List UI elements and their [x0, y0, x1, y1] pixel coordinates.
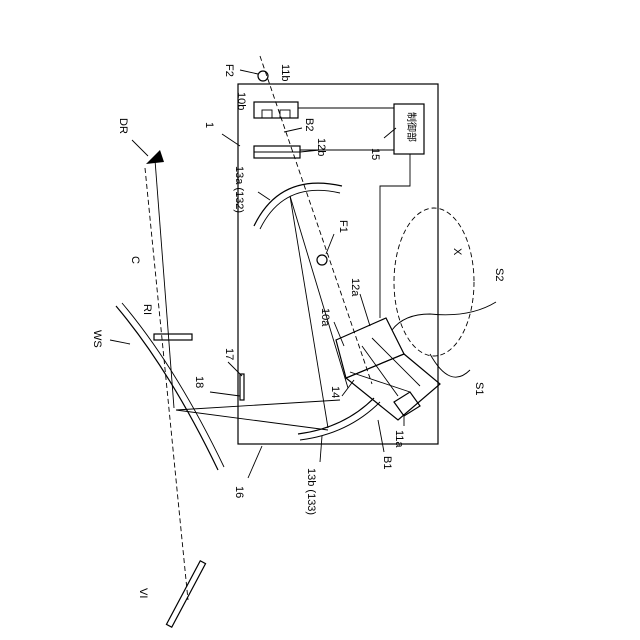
label-18: 18 [193, 376, 205, 388]
optical-axis-line [260, 56, 372, 384]
real-image-plate-ri [154, 334, 192, 340]
label-11a: 11a [393, 430, 405, 448]
label-s2: S2 [493, 268, 505, 281]
ray-13b-to-18 [176, 400, 340, 410]
label-1: 1 [203, 122, 215, 128]
mirror-13b [298, 398, 374, 434]
region-x-ellipse [394, 208, 474, 356]
leader-f2 [240, 70, 258, 74]
leader-1 [222, 134, 240, 146]
label-10b: 10b [235, 92, 247, 110]
leader-14 [342, 380, 354, 396]
ray-13b-to-ws [176, 410, 328, 430]
label-dr: DR [117, 118, 129, 134]
cover-window-17 [240, 374, 244, 400]
label-10a: 10a [319, 308, 331, 327]
label-13b: 13b (133) [305, 468, 317, 515]
label-12a: 12a [349, 278, 361, 297]
label-11b: 11b [279, 64, 291, 82]
leader-dr [132, 140, 148, 156]
leader-s1 [430, 354, 470, 377]
leader-10a [334, 322, 344, 346]
leader-17 [228, 362, 242, 376]
light-source-housing-12a [336, 318, 404, 378]
leader-b1 [378, 420, 384, 452]
control-wire-bottom [380, 154, 410, 318]
label-b2: B2 [303, 118, 315, 131]
label-ws: WS [91, 330, 103, 348]
element-11b-right [280, 110, 290, 118]
virtual-image-plate-vi [166, 561, 205, 627]
label-s1: S1 [473, 382, 485, 395]
label-13a: 13a (132) [233, 166, 245, 213]
virtual-image-sightline [145, 168, 188, 600]
leader-ws [110, 340, 130, 344]
leader-12a [360, 294, 370, 326]
label-vi: VI [137, 588, 149, 598]
leader-f1 [326, 234, 334, 254]
label-f2: F2 [223, 64, 235, 77]
element-11b-left [262, 110, 272, 118]
label-16: 16 [233, 486, 245, 498]
focal-point-f2 [258, 71, 268, 81]
leader-13b [320, 436, 322, 462]
focal-point-f1 [317, 255, 327, 265]
label-15: 15 [369, 148, 381, 160]
label-17: 17 [223, 348, 235, 360]
label-x: X [451, 248, 463, 256]
leader-16 [248, 446, 262, 478]
label-14: 14 [329, 386, 341, 398]
windshield-ws-back [122, 303, 224, 467]
label-f1: F1 [337, 220, 349, 233]
leader-s2 [392, 302, 496, 330]
label-ri: RI [141, 304, 153, 315]
mirror-13a-back [260, 190, 340, 229]
mirror-13a [254, 183, 342, 226]
control-unit-label: 制御部 [405, 112, 418, 142]
label-12b: 12b [315, 138, 327, 156]
mirror-13b-back [300, 402, 380, 440]
leader-b2 [284, 128, 302, 132]
label-b1: B1 [381, 456, 393, 469]
display-unit-10b [254, 102, 298, 118]
leader-13a [258, 192, 270, 200]
label-c: C [129, 256, 141, 264]
leader-18 [210, 392, 240, 396]
